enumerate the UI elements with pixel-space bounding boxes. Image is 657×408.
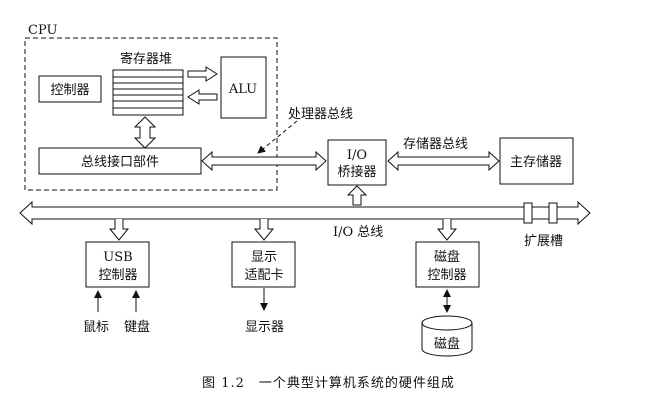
- disk-controller-drop-arrow: [436, 219, 458, 241]
- alu-to-regfile-arrow: [187, 89, 218, 105]
- disk-label: 磁盘: [434, 336, 460, 352]
- expansion-slots: 扩展槽: [523, 202, 563, 249]
- bus-interface-label: 总线接口部件: [81, 154, 159, 170]
- display-label: 显示器: [245, 320, 284, 335]
- graphics-adapter-line2: 适配卡: [244, 268, 283, 283]
- bridge-io-bus-arrow: [346, 185, 368, 206]
- control-unit-label: 控制器: [50, 83, 89, 98]
- register-file-label: 寄存器堆: [120, 51, 172, 67]
- usb-controller-line1: USB: [103, 250, 132, 265]
- disk-controller-line1: 磁盘: [434, 249, 460, 265]
- register-file: 寄存器堆: [112, 51, 184, 116]
- usb-drop-arrow: [108, 219, 130, 241]
- cpu-boundary: CPU: [24, 23, 278, 191]
- io-bridge-line2: 桥接器: [337, 164, 376, 180]
- disk-controller-line2: 控制器: [427, 268, 466, 283]
- graphics-drop-arrow: [253, 219, 275, 241]
- io-bus-arrow: I/O 总线: [19, 200, 591, 240]
- usb-controller: USB 控制器: [85, 241, 150, 288]
- disk: 磁盘: [421, 315, 473, 357]
- cpu-label: CPU: [28, 23, 57, 38]
- figure-caption: 图 1.2 一个典型计算机系统的硬件组成: [202, 376, 455, 391]
- memory-bus-label: 存储器总线: [403, 137, 468, 152]
- processor-bus-arrow: [201, 150, 327, 172]
- alu-label: ALU: [228, 82, 257, 97]
- io-bridge-line1: I/O: [347, 148, 367, 163]
- alu: ALU: [220, 56, 267, 119]
- processor-bus-label: 处理器总线: [288, 107, 353, 122]
- io-bridge: I/O 桥接器: [327, 139, 387, 186]
- control-unit: 控制器: [38, 75, 102, 103]
- regfile-bus-interface-arrow: [133, 116, 157, 149]
- disk-controller: 磁盘 控制器: [415, 241, 480, 288]
- regfile-to-alu-arrow: [187, 66, 218, 82]
- keyboard-label: 键盘: [124, 319, 150, 335]
- hardware-diagram: CPU 寄存器堆 控制器 ALU 总线接口部件: [19, 23, 591, 357]
- bus-interface-unit: 总线接口部件: [38, 147, 202, 175]
- graphics-adapter-line1: 显示: [251, 250, 277, 265]
- main-memory: 主存储器: [499, 137, 574, 185]
- memory-bus-arrow: 存储器总线: [387, 137, 500, 172]
- io-bus-label: I/O 总线: [333, 225, 383, 240]
- main-memory-label: 主存储器: [510, 155, 562, 170]
- usb-controller-line2: 控制器: [98, 268, 137, 283]
- graphics-adapter: 显示 适配卡: [231, 241, 296, 288]
- expansion-slots-label: 扩展槽: [524, 234, 563, 249]
- mouse-label: 鼠标: [83, 320, 109, 335]
- processor-bus-callout: 处理器总线: [257, 107, 353, 154]
